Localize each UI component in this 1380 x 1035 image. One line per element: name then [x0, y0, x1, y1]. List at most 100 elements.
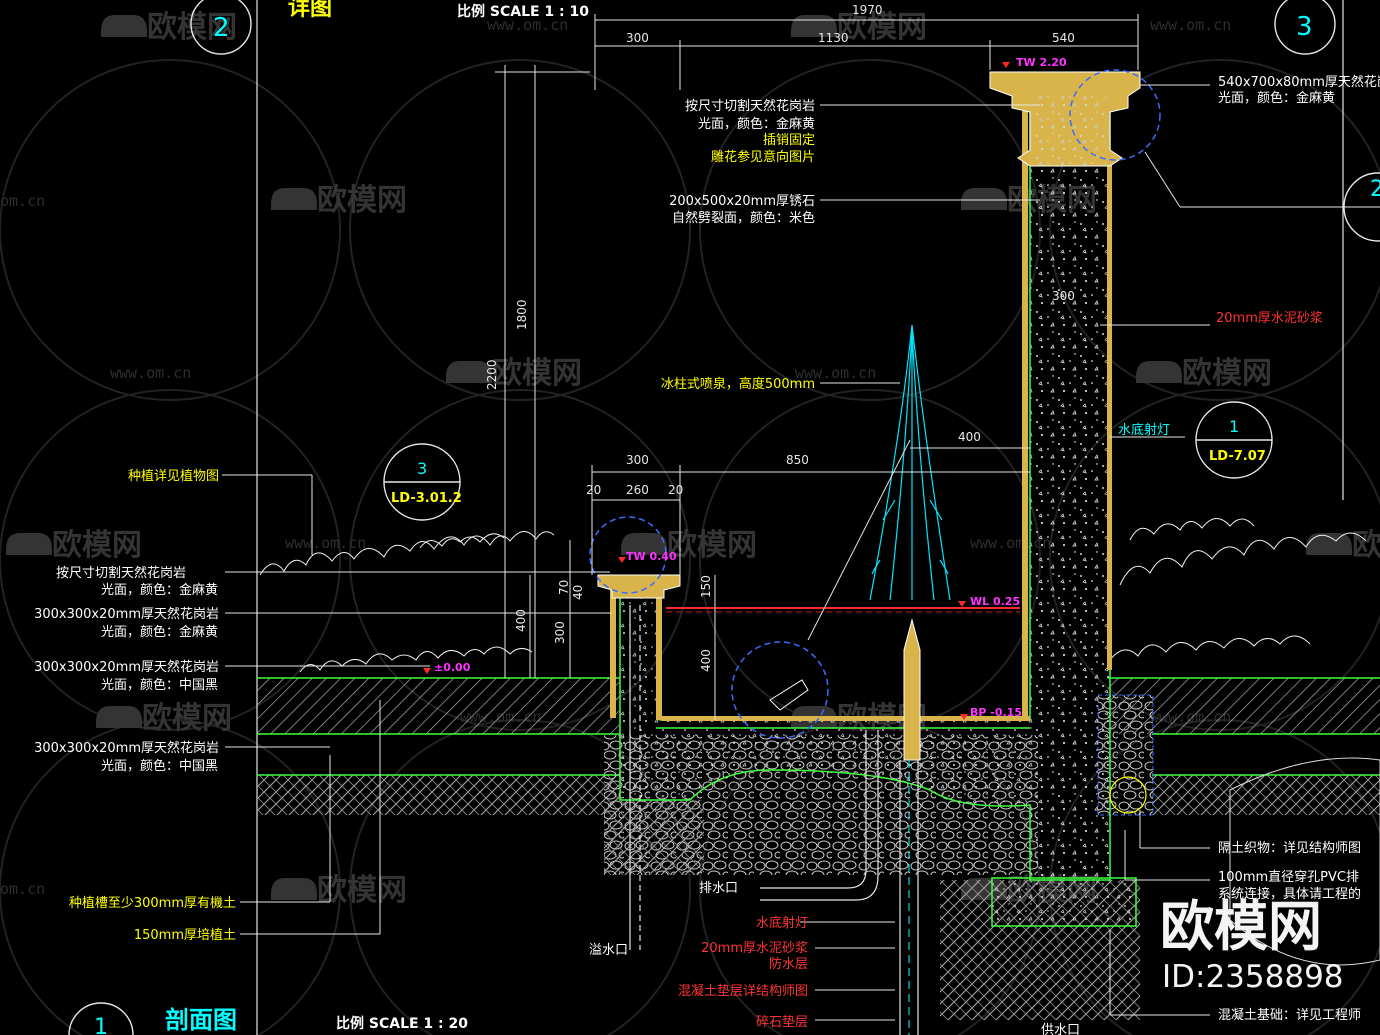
- bottom-label: 水底射灯: [756, 915, 808, 931]
- center-label: 光面，颜色：金麻黄: [698, 116, 815, 132]
- sofa-logo-icon: [271, 878, 317, 900]
- watermark-url: www.om.cn: [285, 534, 366, 552]
- marker-mid-right-num: 1: [1229, 417, 1239, 436]
- right-label: 系统连接，具体请工程的: [1218, 886, 1361, 902]
- detail-scale: 比例 SCALE 1 : 10: [457, 3, 589, 20]
- sheet-frame: [256, 0, 1344, 1035]
- watermark-brand: 欧模网: [52, 528, 142, 563]
- sofa-logo-icon: [101, 15, 147, 37]
- center-label: 按尺寸切割天然花岗岩: [685, 98, 815, 114]
- dimension-lines: [495, 14, 1139, 720]
- watermark-brand-large: 欧模网: [1160, 895, 1322, 958]
- right-label: 100mm直径穿孔PVC排: [1218, 869, 1359, 885]
- marker-top-right: 3: [1296, 12, 1313, 42]
- sofa-logo-icon: [6, 533, 52, 555]
- watermark-brand: 欧模网: [492, 356, 582, 391]
- text-layer: 详图 比例 SCALE 1 : 10 剖面图 比例 SCALE 1 : 20 1…: [34, 0, 1380, 1035]
- elev-tw-curb: TW 0.40: [626, 550, 677, 563]
- dim-curb-h2: 300: [553, 621, 567, 644]
- section-title: 剖面图: [165, 1006, 237, 1034]
- sofa-logo-icon: [96, 706, 142, 728]
- center-label: 雕花参见意向图片: [711, 149, 815, 165]
- watermark-brand: 欧模网: [317, 873, 407, 908]
- dim-curb-h1: 400: [514, 609, 528, 632]
- dim-height-total: 2200: [485, 359, 499, 390]
- sofa-logo-icon: [271, 188, 317, 210]
- bottom-label: 供水口: [1041, 1023, 1080, 1035]
- left-label: 种植槽至少300mm厚有機土: [69, 896, 236, 911]
- right-label: 20mm厚水泥砂浆: [1216, 311, 1323, 326]
- right-label: 水底射灯: [1118, 422, 1170, 438]
- watermark-url: om.cn: [0, 192, 45, 210]
- left-label: 300x300x20mm厚天然花岗岩: [34, 606, 219, 622]
- dim-pool-width: 850: [786, 453, 809, 467]
- center-label: 冰柱式喷泉，高度500mm: [661, 376, 815, 392]
- watermark-url: om.cn: [0, 880, 45, 898]
- leader-lines: [222, 84, 1380, 1021]
- watermark-url: www.om.cn: [795, 364, 876, 382]
- marker-top-left: 2: [213, 13, 230, 43]
- dimension-text: 1970 300 1130 540 2200 1800 300 260 20 2…: [485, 3, 1075, 672]
- pool-structure: [589, 69, 1161, 1035]
- center-label: 自然劈裂面，颜色：米色: [672, 210, 815, 226]
- sofa-logo-icon: [1306, 533, 1352, 555]
- dim-seg-c: 540: [1052, 31, 1075, 45]
- section-markers: [68, 0, 1380, 1035]
- elev-water-level: WL 0.25: [970, 595, 1020, 608]
- sofa-logo-icon: [446, 361, 492, 383]
- section-number: 1: [94, 1015, 108, 1035]
- dim-height-wall: 1800: [515, 299, 529, 330]
- left-label: 300x300x20mm厚天然花岗岩: [34, 659, 219, 675]
- bottom-label: 混凝土垫层详结构师图: [678, 983, 808, 999]
- dim-column-width: 300: [1052, 289, 1075, 303]
- elev-tw-top: TW 2.20: [1016, 56, 1067, 69]
- elev-ground: ±0.00: [434, 661, 471, 674]
- shrubs: [259, 518, 1367, 673]
- left-label: 300x300x20mm厚天然花岗岩: [34, 740, 219, 756]
- section-scale: 比例 SCALE 1 : 20: [336, 1015, 468, 1032]
- marker-right-edge: 2: [1370, 177, 1380, 202]
- dim-curb-left: 20: [586, 483, 601, 497]
- left-label: 光面，颜色：中国黑: [101, 677, 218, 693]
- dim-total-width: 1970: [852, 3, 883, 17]
- center-labels: 按尺寸切割天然花岗岩光面，颜色：金麻黄插销固定雕花参见意向图片200x500x2…: [661, 98, 815, 392]
- left-label: 种植详见植物图: [128, 469, 219, 484]
- watermark-url: www.om.cn: [110, 364, 191, 382]
- dim-curb-inner: 260: [626, 483, 649, 497]
- watermark-id: ID:2358898: [1162, 959, 1344, 995]
- dim-pool-depth: 400: [699, 649, 713, 672]
- right-label: 隔土织物：详见结构师图: [1218, 841, 1361, 856]
- watermark-url: www.om.cn: [487, 16, 568, 34]
- bottom-label: 碎石垫层: [756, 1014, 808, 1030]
- right-label: 混凝土基础：详见工程师: [1218, 1007, 1361, 1023]
- sofa-logo-icon: [961, 188, 1007, 210]
- sofa-logo-icon: [621, 533, 667, 555]
- marker-mid-right-ref: LD-7.07: [1209, 449, 1266, 464]
- dim-seg-b: 1130: [818, 31, 849, 45]
- dim-curb-right: 20: [668, 483, 683, 497]
- dim-pool-curb: 300: [626, 453, 649, 467]
- watermark-layer: 欧模网欧模网欧模网欧模网欧模网欧模网欧模网欧模网欧模网欧模网欧模网欧模网欧模网w…: [0, 10, 1380, 1035]
- watermark-url: www.om.cn: [1150, 16, 1231, 34]
- sofa-logo-icon: [1136, 361, 1182, 383]
- watermark-brand: 欧模网: [1182, 356, 1272, 391]
- right-label: 光面，颜色：金麻黄: [1218, 90, 1335, 106]
- elevation-markers: [423, 62, 1010, 720]
- center-label: 插销固定: [763, 133, 815, 148]
- marker-mid-left-ref: LD-3.01.2: [391, 491, 462, 506]
- dim-small-b: 40: [571, 585, 585, 600]
- dim-seg-a: 300: [626, 31, 649, 45]
- elevation-text: TW 2.20 TW 0.40 WL 0.25 BP -0.15 ±0.00: [434, 56, 1067, 719]
- watermark-brand: 欧模网: [667, 528, 757, 563]
- detail-title: 详图: [288, 0, 332, 21]
- left-label: 按尺寸切割天然花岗岩: [56, 565, 186, 581]
- bottom-label: 防水层: [769, 956, 808, 972]
- dim-water-depth: 150: [699, 575, 713, 598]
- left-label: 光面，颜色：金麻黄: [101, 582, 218, 598]
- bottom-label: 20mm厚水泥砂浆: [701, 941, 808, 956]
- right-label: 540x700x80mm厚天然花岗: [1218, 74, 1380, 90]
